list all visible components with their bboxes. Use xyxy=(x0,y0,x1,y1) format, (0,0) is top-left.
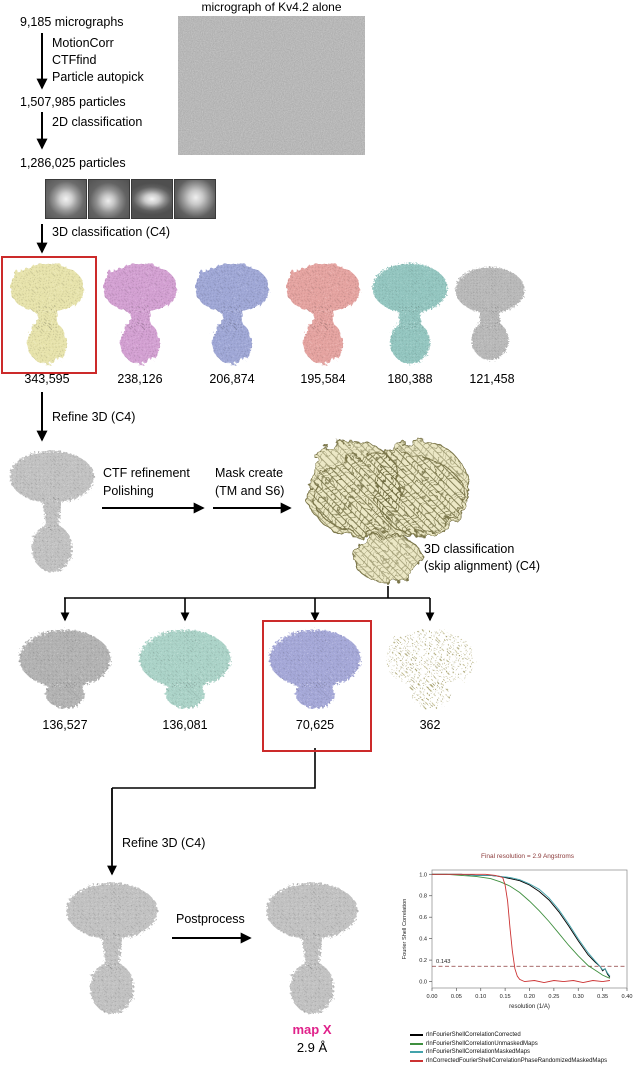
class2d-tile-3 xyxy=(131,179,173,219)
class3d-r1-map-3 xyxy=(194,263,270,364)
legend-line-swatch xyxy=(410,1051,423,1053)
legend-label: rlnFourierShellCorrelationMaskedMaps xyxy=(426,1049,531,1055)
class3d-r1-map-2 xyxy=(102,263,178,364)
svg-text:0.20: 0.20 xyxy=(524,994,535,1000)
svg-text:0.10: 0.10 xyxy=(475,994,486,1000)
svg-text:0.25: 0.25 xyxy=(548,994,559,1000)
fsc-legend-entry: rlnFourierShellCorrelationCorrected xyxy=(410,1032,607,1038)
label-refine3d-2: Refine 3D (C4) xyxy=(122,836,206,850)
label-refine3d-1: Refine 3D (C4) xyxy=(52,410,136,424)
label-particles-after-pick: 1,507,985 particles xyxy=(20,95,126,109)
class3d-r1-count-6: 121,458 xyxy=(469,372,515,386)
refined-map-1 xyxy=(9,451,95,573)
class3d-r2-count-1: 136,527 xyxy=(42,718,88,732)
selected-class-box-round1 xyxy=(1,256,97,374)
svg-text:1.0: 1.0 xyxy=(419,872,427,878)
fsc-legend-entry: rlnFourierShellCorrelationMaskedMaps xyxy=(410,1049,607,1055)
label-ctffind: CTFfind xyxy=(52,53,97,67)
micrograph-title: micrograph of Kv4.2 alone xyxy=(201,0,342,14)
svg-text:0.8: 0.8 xyxy=(419,894,427,900)
class2d-tile-2 xyxy=(88,179,130,219)
fsc-plot: 0.00 0.05 0.10 0.15 0.20 0.25 0.30 0.35 0.40 0.0 0… xyxy=(402,869,633,1010)
svg-text:0.143: 0.143 xyxy=(436,959,451,965)
svg-text:0.6: 0.6 xyxy=(419,915,427,921)
class3d-r1-map-6 xyxy=(455,267,525,361)
svg-text:resolution (1/A): resolution (1/A) xyxy=(509,1004,550,1010)
fsc-legend-entry: rlnFourierShellCorrelationUnmaskedMaps xyxy=(410,1041,607,1047)
label-mask-create: Mask create xyxy=(215,466,284,480)
class2d-tile-1 xyxy=(45,179,87,219)
class3d-r1-count-4: 195,584 xyxy=(300,372,346,386)
class3d-r1-count-3: 206,874 xyxy=(209,372,255,386)
label-particle-autopick: Particle autopick xyxy=(52,70,144,84)
class3d-r1-count-5: 180,388 xyxy=(387,372,433,386)
fsc-plot-title: Final resolution = 2.9 Angstroms xyxy=(480,853,575,860)
legend-line-swatch xyxy=(410,1059,423,1062)
label-particles-after-2d: 1,286,025 particles xyxy=(20,156,126,170)
legend-line-swatch xyxy=(410,1034,423,1036)
class3d-r2-map-1 xyxy=(19,629,111,709)
class3d-r1-count-2: 238,126 xyxy=(117,372,163,386)
svg-text:0.30: 0.30 xyxy=(573,994,584,1000)
class3d-r2-map-2 xyxy=(139,629,231,709)
label-motioncorr: MotionCorr xyxy=(52,36,114,50)
svg-text:0.4: 0.4 xyxy=(419,937,427,943)
svg-text:0.00: 0.00 xyxy=(427,994,438,1000)
label-3d-classification: 3D classification (C4) xyxy=(52,225,171,239)
legend-label: rlnCorrectedFourierShellCorrelationPhase… xyxy=(426,1057,608,1064)
svg-text:0.2: 0.2 xyxy=(419,958,427,964)
class3d-r2-map-4-sparse xyxy=(384,629,476,709)
svg-text:Fourier Shell Correlation: Fourier Shell Correlation xyxy=(402,899,408,960)
class3d-r2-count-3: 70,625 xyxy=(295,718,335,732)
class3d-r1-map-4 xyxy=(285,263,361,364)
legend-label: rlnFourierShellCorrelationCorrected xyxy=(426,1032,521,1038)
svg-text:0.05: 0.05 xyxy=(451,994,462,1000)
legend-label: rlnFourierShellCorrelationUnmaskedMaps xyxy=(426,1040,538,1047)
label-3d-skip-1: 3D classification xyxy=(424,542,515,556)
svg-text:0.40: 0.40 xyxy=(622,994,633,1000)
refined-map-2 xyxy=(66,883,158,1014)
label-micrographs-count: 9,185 micrographs xyxy=(20,15,124,29)
label-3d-skip-2: (skip alignment) (C4) xyxy=(424,559,541,573)
class3d-r1-count-1: 343,595 xyxy=(24,372,70,386)
micrograph-image xyxy=(178,16,365,155)
class3d-r2-count-4: 362 xyxy=(419,718,441,732)
legend-line-swatch xyxy=(410,1042,423,1045)
fsc-legend: rlnFourierShellCorrelationCorrected rlnFo… xyxy=(410,1032,607,1066)
elbow-selected-class xyxy=(112,748,316,789)
final-map-resolution: 2.9 Å xyxy=(296,1040,328,1055)
label-2d-classification: 2D classification xyxy=(52,115,143,129)
label-ctf-refinement: CTF refinement xyxy=(103,466,190,480)
selected-class-box-round2 xyxy=(262,620,372,752)
class2d-tile-4 xyxy=(174,179,216,219)
label-postprocess: Postprocess xyxy=(176,912,245,926)
label-mask-create-detail: (TM and S6) xyxy=(215,484,285,498)
svg-text:0.0: 0.0 xyxy=(419,980,427,986)
final-map-name: map X xyxy=(292,1022,332,1037)
branch-line xyxy=(64,586,430,599)
svg-text:0.15: 0.15 xyxy=(500,994,511,1000)
class3d-r1-map-5 xyxy=(372,263,448,364)
postprocessed-map xyxy=(266,883,358,1014)
svg-text:0.35: 0.35 xyxy=(597,994,608,1000)
label-polishing: Polishing xyxy=(103,484,154,498)
fsc-legend-entry: rlnCorrectedFourierShellCorrelationPhase… xyxy=(410,1058,607,1064)
class3d-r2-count-2: 136,081 xyxy=(162,718,208,732)
